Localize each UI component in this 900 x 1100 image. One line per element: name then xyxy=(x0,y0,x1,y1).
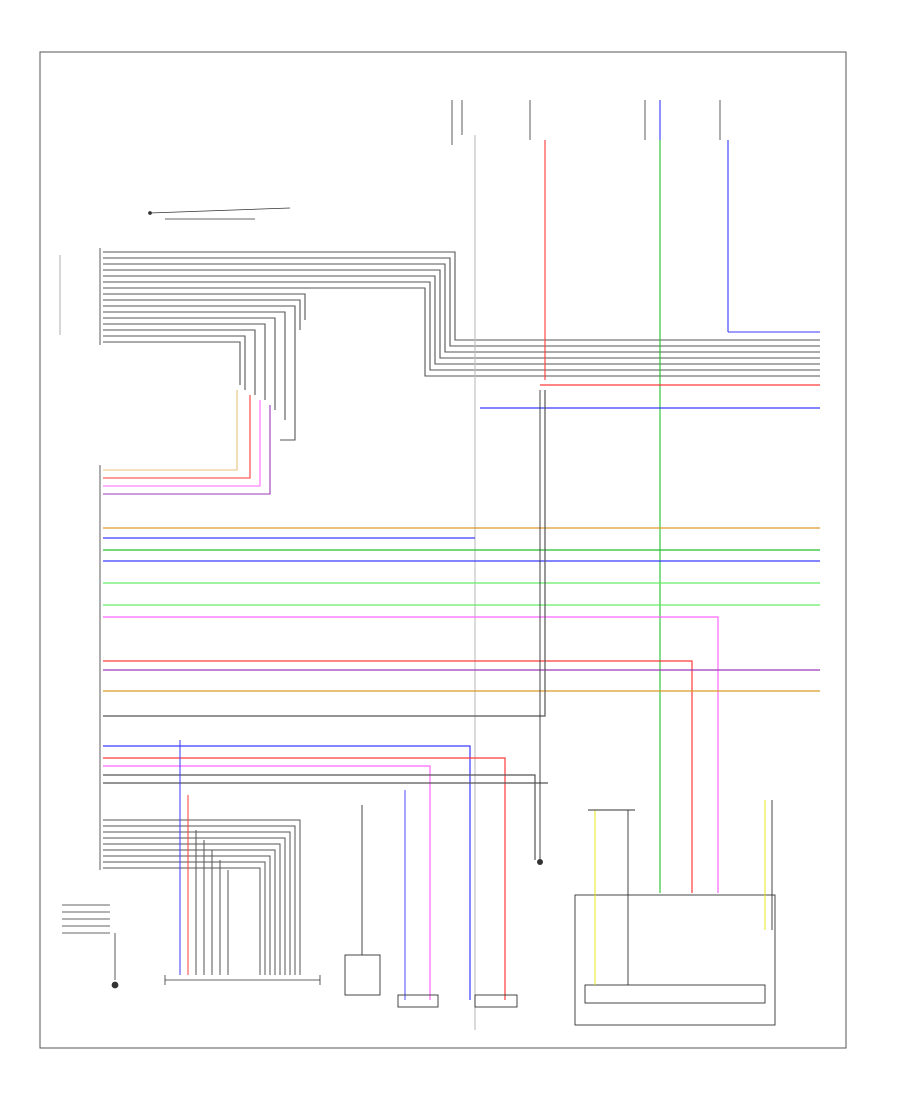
vertical-feeds xyxy=(474,100,820,1030)
bottom-left-connector xyxy=(62,904,119,989)
speaker-left xyxy=(397,790,439,1008)
subwoofer-box xyxy=(574,800,776,1026)
main-unit-connector xyxy=(59,248,101,870)
lower-bundle xyxy=(103,740,301,975)
amplifier-connector xyxy=(164,975,321,985)
upper-colored-wires xyxy=(103,390,271,495)
top-connectors xyxy=(451,100,721,145)
speaker-right xyxy=(474,994,518,1008)
speaker-wires xyxy=(103,384,820,1000)
top-left-switch xyxy=(148,207,291,220)
diagram-frame xyxy=(39,51,847,1049)
center-ground xyxy=(537,390,543,865)
harness-lines xyxy=(103,251,820,441)
antenna xyxy=(344,805,381,996)
